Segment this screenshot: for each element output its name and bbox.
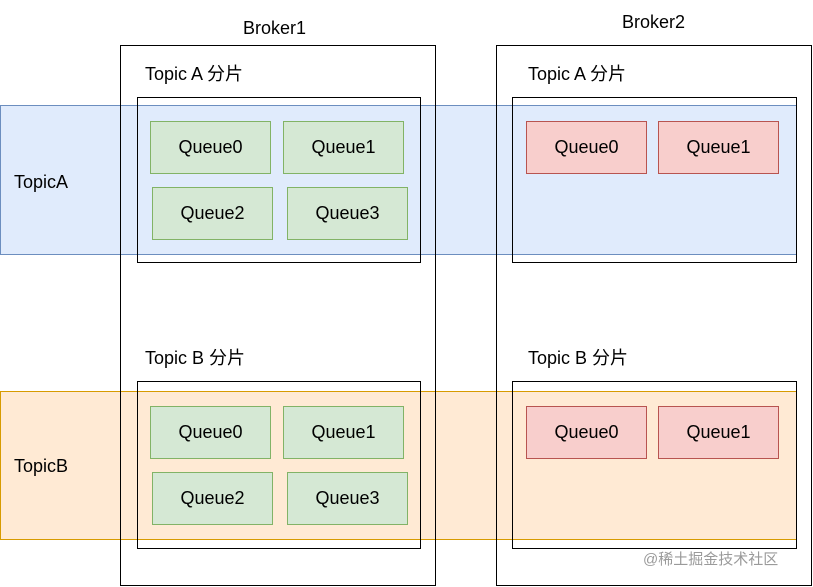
broker1-topic-b-queue0: Queue0 <box>150 406 271 459</box>
broker2-topic-a-partition <box>512 97 797 263</box>
broker2-topic-b-partition-label: Topic B 分片 <box>528 348 629 368</box>
watermark: @稀土掘金技术社区 <box>643 551 779 568</box>
broker1-topic-a-queue1: Queue1 <box>283 121 404 174</box>
broker1-topic-a-queue2: Queue2 <box>152 187 273 240</box>
topic-b-label: TopicB <box>14 456 69 476</box>
broker1-topic-a-queue0: Queue0 <box>150 121 271 174</box>
broker1-title: Broker1 <box>243 18 307 38</box>
broker2-title: Broker2 <box>622 12 686 32</box>
broker2-topic-b-queue1: Queue1 <box>658 406 779 459</box>
broker1-box <box>120 45 436 586</box>
broker1-topic-b-partition-label: Topic B 分片 <box>145 348 246 368</box>
broker2-topic-b-queue0: Queue0 <box>526 406 647 459</box>
broker1-topic-b-queue1: Queue1 <box>283 406 404 459</box>
broker2-topic-a-queue1: Queue1 <box>658 121 779 174</box>
broker1-topic-a-queue3: Queue3 <box>287 187 408 240</box>
broker1-topic-b-partition <box>137 381 421 549</box>
broker1-topic-b-queue2: Queue2 <box>152 472 273 525</box>
broker2-topic-a-queue0: Queue0 <box>526 121 647 174</box>
broker2-box <box>496 45 812 586</box>
broker2-topic-b-partition <box>512 381 797 549</box>
broker1-topic-b-queue3: Queue3 <box>287 472 408 525</box>
broker2-topic-a-partition-label: Topic A 分片 <box>528 64 627 84</box>
broker1-topic-a-partition-label: Topic A 分片 <box>145 64 244 84</box>
topic-a-label: TopicA <box>14 172 69 192</box>
broker1-topic-a-partition <box>137 97 421 263</box>
